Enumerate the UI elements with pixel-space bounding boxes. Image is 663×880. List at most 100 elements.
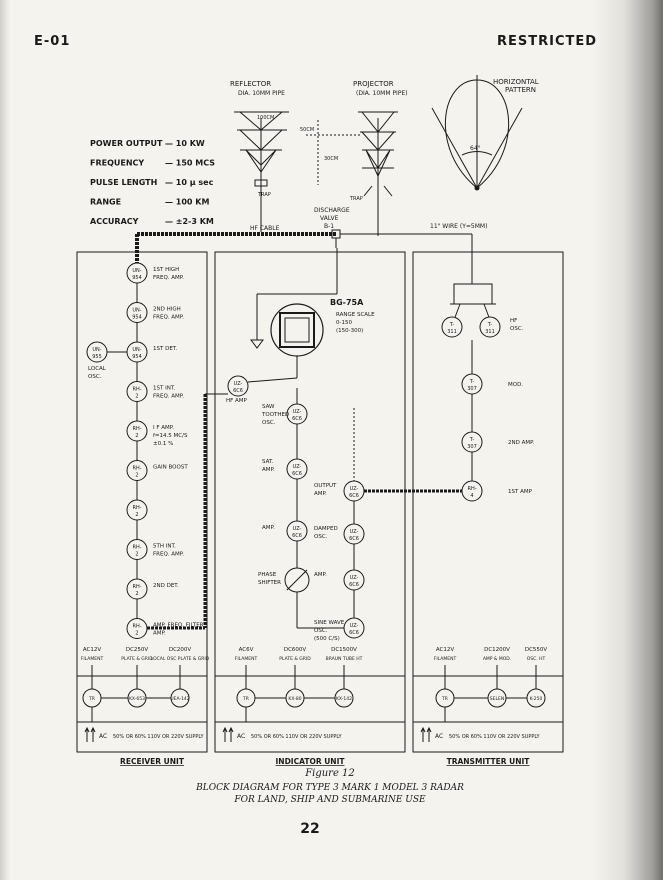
indicator-supply-use-2: PLATE & GRID: [279, 656, 311, 662]
classification-mark: RESTRICTED: [497, 34, 598, 49]
transmitter-tube-3-type: RH-: [467, 486, 476, 492]
indicator-left-tube-2-number: 6C6: [292, 471, 302, 477]
spec-value-1: — 10 KW: [165, 139, 205, 148]
receiver-tube-3-number: 954: [132, 354, 142, 360]
indicator-supply-use-1: FILAMENT: [235, 656, 258, 662]
indicator-psu-2: KX-80: [288, 696, 301, 702]
receiver-stage-label-2-1: 2ND HIGH: [153, 307, 181, 313]
transmitter-osc-tube-1-number: 311: [447, 329, 457, 335]
wire-label: 11" WIRE (Y=5MM): [430, 223, 487, 230]
transmitter-supply-label: 50% OR 60% 110V OR 220V SUPPLY: [449, 734, 540, 740]
transmitter-unit-title: TRANSMITTER UNIT: [447, 757, 531, 766]
indicator-hf-amp-tube: UZ-6C6: [227, 375, 249, 397]
transmitter-output-block: [453, 283, 493, 305]
indicator-right-label-1-1: OUTPUT: [314, 483, 337, 489]
indicator-supply-voltage-2: DC600V: [284, 647, 307, 653]
transmitter-supply-voltage-1: AC12V: [436, 647, 455, 653]
transmitter-tube-1: T-307: [461, 373, 483, 395]
indicator-right-tube-3: UZ-6C6: [343, 569, 365, 591]
figure-number: Figure 12: [305, 768, 355, 779]
receiver-stage-label-6-1: GAIN BOOST: [153, 465, 188, 471]
indicator-left-tube-2: UZ-6C6: [286, 458, 308, 480]
receiver-tube-4-number: 2: [135, 394, 138, 400]
receiver-tube-10: RH-2: [126, 618, 148, 639]
transmitter-stage-label-1-1: MOD.: [508, 382, 523, 388]
dim-50cm-label: 50CM: [300, 127, 314, 133]
top-cabling: [135, 200, 473, 284]
discharge-label-2: VALVE: [320, 215, 339, 222]
indicator-left-tube-3-type: UZ-: [293, 526, 302, 532]
indicator-psu-3: KX-142: [336, 696, 352, 702]
receiver-supply-voltage-2: DC250V: [126, 647, 149, 653]
indicator-psu-1: TR: [242, 696, 249, 702]
unit-boxes: [76, 251, 564, 753]
receiver-local-osc-tube: UN-955: [86, 341, 108, 363]
receiver-unit-box: [76, 251, 208, 753]
transmitter-tube-2: T-307: [461, 431, 483, 453]
receiver-tube-9-number: 2: [135, 591, 138, 597]
transmitter-ac-label: AC: [435, 733, 443, 740]
phase-shifter-label-1: PHASE: [258, 572, 277, 578]
indicator-left-label-1-1: SAW: [262, 404, 275, 410]
transmitter-psu-2: SELEN: [490, 696, 504, 702]
receiver-tube-8-number: 2: [135, 552, 138, 558]
transmitter-unit-box: [412, 251, 564, 753]
transmitter-supply-voltage-3: DC550V: [525, 647, 548, 653]
indicator-right-label-4-3: (500 C/S): [314, 636, 340, 642]
receiver-tube-6-number: 2: [135, 473, 138, 479]
indicator-left-label-3-1: AMP.: [262, 525, 275, 531]
receiver-tube-2-number: 954: [132, 315, 142, 321]
discharge-label-1: DISCHARGE: [314, 207, 350, 214]
indicator-ac-label: AC: [237, 733, 245, 740]
indicator-right-tube-3-type: UZ-: [350, 575, 359, 581]
range-scale-label-3: (150-300): [336, 328, 363, 334]
spec-value-3: — 10 µ sec: [165, 178, 214, 187]
spec-label-3: PULSE LENGTH: [90, 178, 157, 187]
beam-angle-label: 64°: [470, 145, 481, 152]
receiver-tube-1-type: UN-: [132, 268, 141, 274]
indicator-right-tube-3-number: 6C6: [349, 582, 359, 588]
indicator-unit-box: [214, 251, 406, 753]
range-scale-label-1: RANGE SCALE: [336, 312, 375, 318]
receiver-tube-2-type: UN-: [132, 308, 141, 314]
receiver-tube-5-number: 2: [135, 433, 138, 439]
receiver-stage-label-9-1: 2ND DET.: [153, 583, 179, 589]
receiver-stage-label-2-2: FREQ. AMP.: [153, 315, 184, 321]
transmitter-osc-tube-1-type: T-: [449, 322, 455, 328]
range-scale-label-2: 0-150: [336, 320, 352, 326]
receiver-tube-4-type: RH-: [132, 387, 141, 393]
projector-trap-label: TRAP: [349, 196, 363, 202]
spec-label-2: FREQUENCY: [90, 159, 144, 168]
receiver-stage-label-5-2: f=14.5 MC/S: [153, 433, 188, 439]
receiver-tube-10-type: RH-: [132, 624, 141, 630]
transmitter-supply-voltage-2: DC1200V: [484, 647, 510, 653]
hf-amp-label: HF AMP: [226, 398, 248, 404]
transmitter-tube-3-number: 4: [470, 493, 473, 499]
reflector-label: REFLECTOR: [230, 80, 271, 88]
indicator-left-tube-1-type: UZ-: [293, 409, 302, 415]
discharge-label-3: B-1: [324, 223, 334, 230]
receiver-local-osc-label-2: OSC.: [88, 374, 102, 380]
indicator-right-label-3-1: AMP.: [314, 572, 327, 578]
indicator-left-tube-1: UZ-6C6: [286, 403, 308, 425]
receiver-tube-3: UN-954: [126, 341, 148, 363]
transmitter-stage-label-2-1: 2ND AMP.: [508, 440, 535, 446]
receiver-tube-5: RH-2: [126, 420, 148, 442]
indicator-right-tube-2: UZ-6C6: [343, 523, 365, 545]
phase-shifter-label-2: SHIFTER: [258, 580, 281, 586]
receiver-tube-1-number: 954: [132, 275, 142, 281]
pattern-label-1: HORIZONTAL: [493, 78, 539, 86]
receiver-psu-2: KX-653: [129, 696, 145, 702]
receiver-tube-7: RH-2: [126, 499, 148, 521]
document-code: E-01: [34, 34, 71, 49]
receiver-stage-label-5-3: ±0.1 %: [153, 441, 173, 447]
receiver-psu-3: UEA-142: [170, 696, 189, 702]
receiver-stage-label-4-2: FREQ. AMP.: [153, 394, 184, 400]
transmitter-supply-use-3: OSC. HT: [527, 656, 546, 662]
